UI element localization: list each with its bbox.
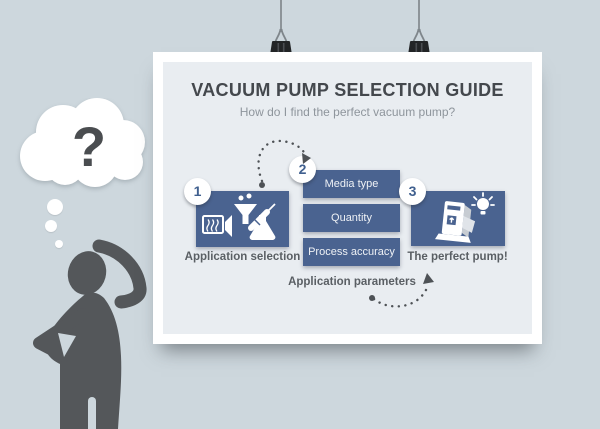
poster: VACUUM PUMP SELECTION GUIDE How do I fin… [153,52,542,344]
poster-subtitle: How do I find the perfect vacuum pump? [239,105,456,119]
step3-image-box [411,191,505,246]
thought-trail-circle [45,220,57,232]
hanging-string-left [280,0,282,32]
lab-equipment-icon [202,193,276,240]
parameter-box-process-accuracy: Process accuracy [303,238,400,266]
step3-number-badge: 3 [399,178,426,205]
thought-trail-circle [47,199,63,215]
thought-trail-circle [55,240,63,248]
hanging-string-right [418,0,420,32]
parameter-box-quantity: Quantity [303,204,400,232]
step2-number-badge: 2 [289,156,316,183]
parameter-box-media-type: Media type [303,170,400,198]
binder-clip-icon [270,28,292,56]
step3-label: The perfect pump! [407,251,508,263]
thought-bubble: ? [20,98,145,187]
pump-with-lightbulb-icon [435,192,495,243]
poster-title: VACUUM PUMP SELECTION GUIDE [191,80,504,100]
question-mark: ? [72,115,106,178]
step1-label: Application selection [184,251,301,263]
step1-number-badge: 1 [184,178,211,205]
thinking-person-silhouette [33,239,147,429]
step1-image-box [196,191,289,247]
step2-label: Application parameters [288,276,416,288]
